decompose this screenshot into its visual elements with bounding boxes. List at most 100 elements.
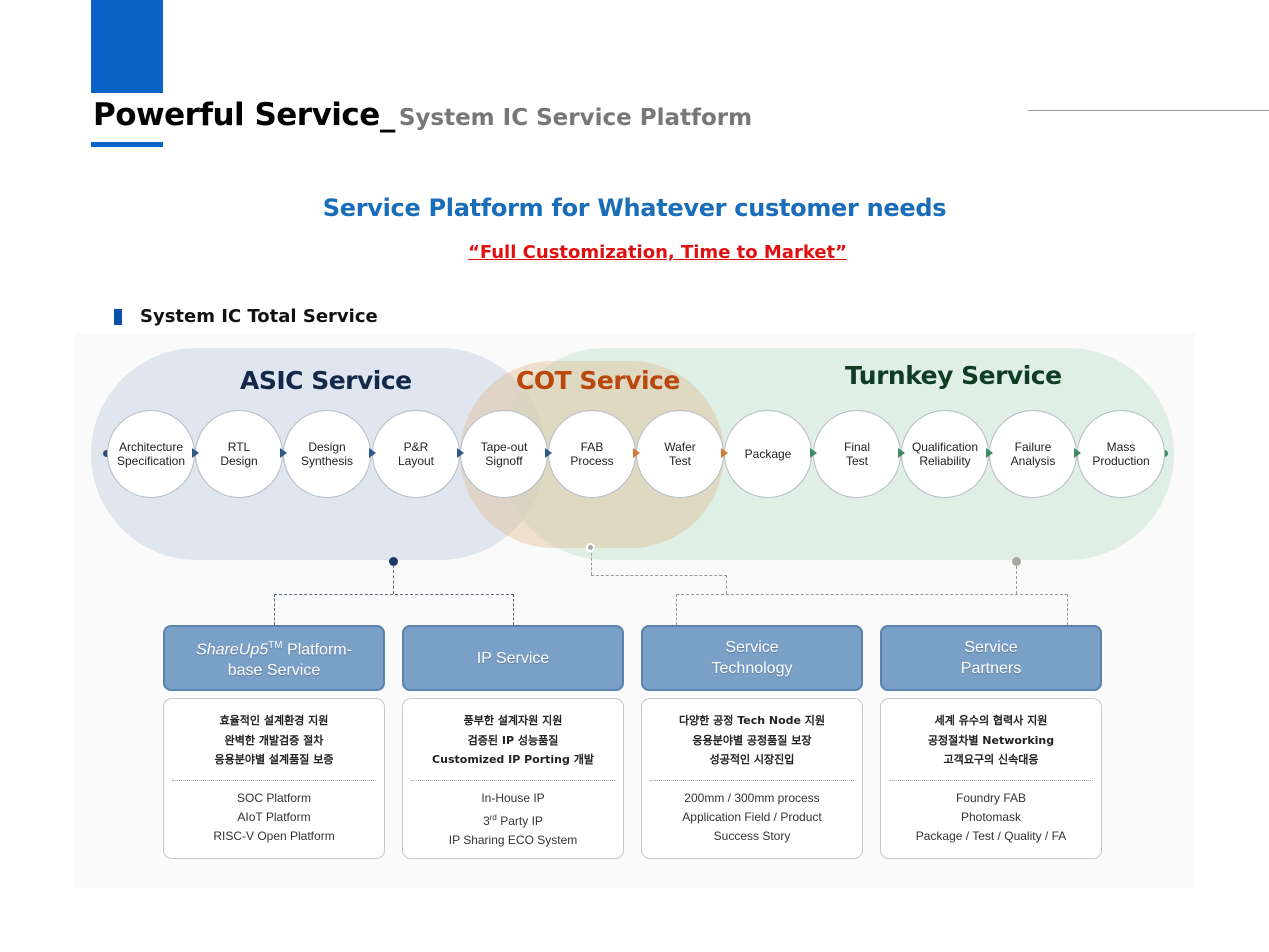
card-item: Application Field / Product [682, 809, 822, 824]
card-item: SOC Platform [236, 790, 311, 805]
card-feature: 성공적인 시장진입 [709, 753, 795, 766]
card-item: 3rd Party IP [403, 808, 623, 831]
flow-arrow-icon [545, 448, 552, 458]
card-title-line1: Service [964, 639, 1018, 656]
asic-connector-dot [389, 557, 398, 566]
turnkey-connector-right-drop [1067, 594, 1068, 625]
process-step-line2: Test [668, 454, 691, 468]
flow-arrow-icon [633, 448, 640, 458]
flow-arrow-icon [986, 448, 993, 458]
section-title: System IC Total Service [140, 306, 378, 327]
process-step-line1: Wafer [664, 440, 696, 454]
process-step-line1: RTL [227, 440, 251, 454]
process-step-line2: Reliability [919, 454, 971, 468]
card-title-rest: Platform- [282, 641, 352, 659]
card-item-num: 3 [483, 813, 490, 828]
flow-arrow-icon [280, 448, 287, 458]
flow-start-dot [103, 450, 110, 457]
cot-connector-line [591, 553, 592, 575]
card-title: IP Service [476, 649, 550, 667]
turnkey-connector-left-drop [676, 594, 677, 625]
card-item: RISC-V Open Platform [213, 828, 335, 843]
process-step-line1: FAB [580, 440, 604, 454]
card-item: AIoT Platform [237, 809, 311, 824]
process-step-line1: Mass [1106, 440, 1136, 454]
card-item-rest: Party IP [496, 813, 543, 828]
card-feature: 고객요구의 신속대응 [943, 753, 1039, 766]
card-title-line2: Technology [711, 660, 793, 677]
process-step-line2: Specification [116, 454, 186, 468]
process-step-line2: Signoff [485, 454, 523, 468]
card-title-line2: Partners [960, 660, 1022, 677]
flow-arrow-icon [898, 448, 905, 458]
asic-connector-branch [274, 594, 514, 595]
turnkey-connector-branch [676, 594, 1068, 595]
flow-arrow-icon [721, 448, 728, 458]
process-step-line2: Layout [397, 454, 435, 468]
card-feature: 검증된 IP 성능품질 [467, 733, 559, 747]
cot-service-title: COT Service [516, 366, 680, 395]
asic-service-title: ASIC Service [240, 366, 412, 395]
process-step-line1: Tape-out [480, 440, 528, 454]
process-step-line1: Final [843, 440, 870, 454]
process-step: Package [724, 410, 812, 498]
card-feature: 공정절차별 Networking [927, 733, 1055, 747]
card-divider [172, 779, 376, 781]
asic-connector-line [393, 565, 394, 594]
turnkey-connector-line [1016, 566, 1017, 594]
process-step-line2: Process [570, 454, 614, 468]
process-step-label: Package [745, 447, 792, 461]
card-divider [650, 779, 854, 781]
asic-connector-right-drop [513, 594, 514, 625]
process-step-line2: Design [220, 454, 258, 468]
card-header-ip-service: IP Service [402, 625, 624, 691]
brand-accent-block [91, 0, 163, 93]
process-step-line2: Synthesis [300, 454, 354, 468]
process-step-line1: Failure [1014, 440, 1052, 454]
card-body-shareup5: 효율적인 설계환경 지원 완벽한 개발검증 절차 응용분야별 설계품질 보증 S… [163, 698, 385, 859]
card-feature: Customized IP Porting 개발 [432, 753, 594, 766]
page-title-sub: System IC Service Platform [398, 105, 753, 131]
process-step-line2: Test [845, 454, 868, 468]
card-item: Photomask [960, 809, 1022, 824]
cot-connector-branch [591, 575, 727, 576]
card-item: Success Story [713, 828, 791, 843]
card-header-shareup5: ShareUp5TM Platform- base Service [163, 625, 385, 691]
cot-connector-dot [586, 543, 595, 552]
card-feature: 응용분야별 설계품질 보증 [214, 753, 334, 766]
card-item: 200mm / 300mm process [684, 790, 820, 805]
card-item: IP Sharing ECO System [448, 832, 578, 847]
card-body-service-partners: 세계 유수의 협력사 지원 공정절차별 Networking 고객요구의 신속대… [880, 698, 1102, 859]
card-title-line2: base Service [227, 662, 321, 680]
card-feature: 응용분야별 공정품질 보장 [692, 733, 812, 747]
header-divider [1028, 110, 1269, 111]
cot-connector-drop [726, 575, 727, 594]
flow-arrow-icon [192, 448, 199, 458]
card-feature: 완벽한 개발검증 절차 [224, 733, 324, 747]
process-step-line1: Design [308, 440, 346, 454]
card-item: Package / Test / Quality / FA [915, 828, 1067, 843]
tagline: “Full Customization, Time to Market” [468, 242, 847, 263]
card-feature: 다양한 공정 Tech Node 지원 [678, 714, 826, 727]
process-step-line1: Architecture [118, 440, 183, 454]
card-header-service-partners: Service Partners [880, 625, 1102, 691]
card-header-service-technology: Service Technology [641, 625, 863, 691]
card-divider [411, 779, 615, 781]
